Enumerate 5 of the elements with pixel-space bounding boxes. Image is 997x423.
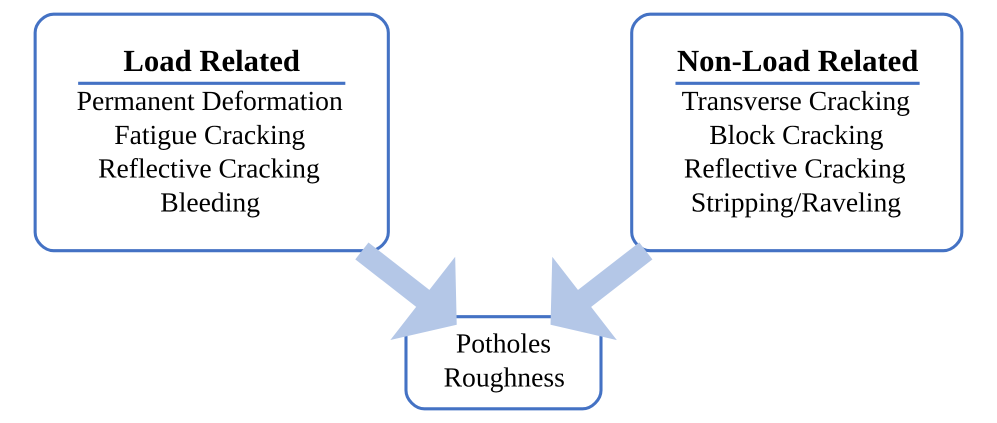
arrow [550,242,652,340]
node-box: Potholes Roughness [404,315,603,410]
node-box: Load Related Permanent Deformation Fatigue Cracking Reflective Cracking Bleeding [34,12,390,252]
arrow [355,242,457,340]
node-box: Non-Load Related Transverse Cracking Block Cracking Reflective Cracking Stripping/Raveling [630,12,964,252]
